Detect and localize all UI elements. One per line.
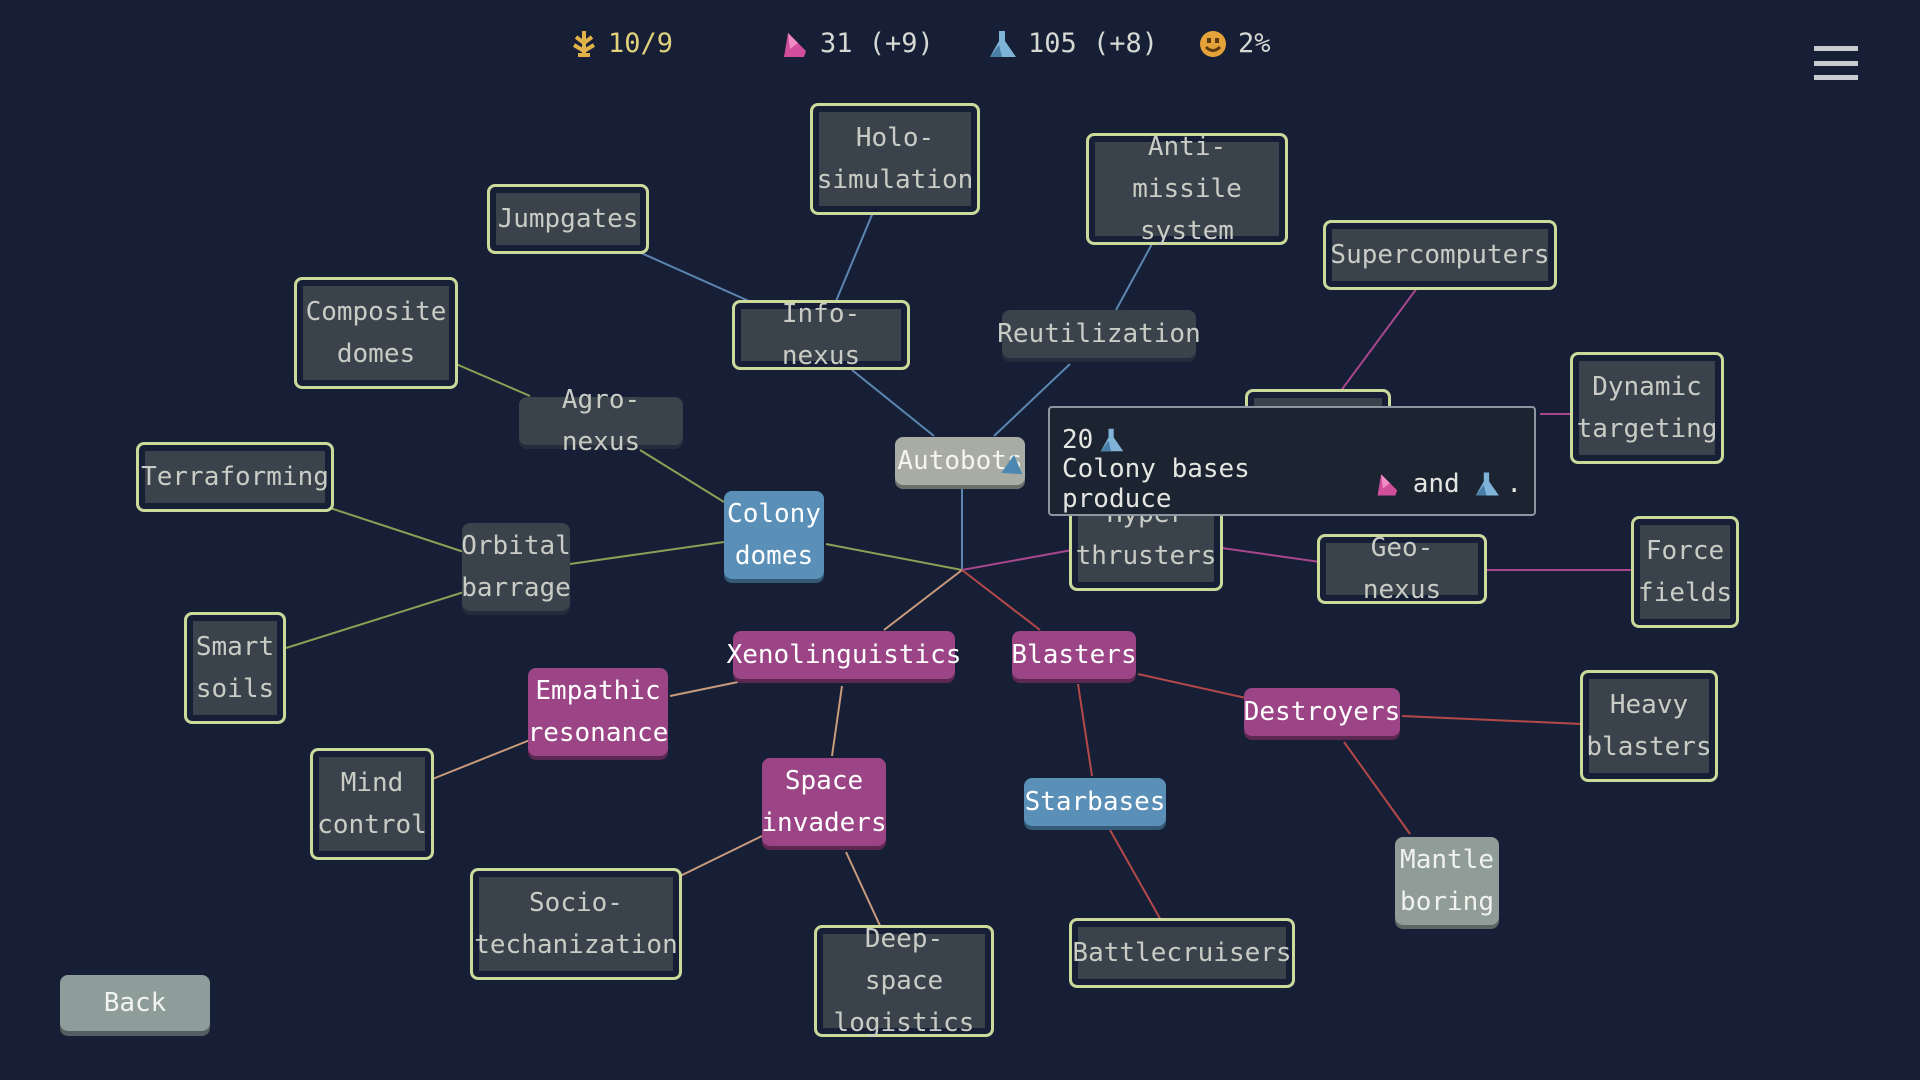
crystal-icon	[784, 32, 806, 57]
link-empathic-mind	[429, 739, 531, 781]
link-smart-orbital	[285, 591, 465, 649]
tech-agro-nexus[interactable]: Agro-nexus	[519, 385, 683, 457]
tech-anti-missile-system[interactable]: Anti-missile system	[1086, 132, 1288, 246]
link-blasters-starbases	[1077, 683, 1093, 777]
link-reutilization-autobots	[993, 363, 1071, 437]
link-antimissile-reutilization	[1115, 243, 1153, 311]
link-infonexus-autobots	[851, 369, 935, 437]
tech-mind-control[interactable]: Mind control	[310, 748, 434, 860]
tech-reutilization[interactable]: Reutilization	[997, 310, 1201, 358]
tooltip-cost: 20	[1062, 425, 1094, 455]
crystal-icon	[1377, 474, 1398, 496]
tech-smart-soils[interactable]: Smart soils	[184, 612, 286, 724]
tooltip-text-before: Colony bases produce	[1062, 454, 1250, 514]
science-value: 105 (+8)	[1028, 28, 1159, 59]
link-center-blasters	[961, 569, 1041, 631]
link-center-hyper	[961, 549, 1073, 571]
tech-blasters[interactable]: Blasters	[1011, 631, 1137, 679]
link-jumpgates-infonexus	[629, 247, 761, 307]
tooltip-cost-row: 20	[1062, 418, 1522, 462]
link-center-xeno	[883, 569, 963, 631]
tech-holo-simulation[interactable]: Holo- simulation	[810, 103, 980, 215]
back-button[interactable]: Back	[60, 975, 210, 1031]
tooltip-text-end: .	[1506, 469, 1522, 499]
tech-deep-space-logistics[interactable]: Deep-space logistics	[814, 924, 994, 1038]
tech-empathic-resonance[interactable]: Empathic resonance	[528, 668, 668, 756]
link-agronexus-colonydomes	[639, 449, 725, 503]
tooltip-description: Colony bases produce and .	[1062, 454, 1522, 514]
tech-battlecruisers[interactable]: Battlecruisers	[1069, 918, 1295, 988]
tech-terraforming[interactable]: Terraforming	[136, 442, 334, 512]
science-flask-icon	[990, 30, 1016, 57]
happiness-face-icon	[1200, 30, 1226, 57]
tooltip-text-and: and	[1412, 469, 1460, 499]
link-space-socio	[675, 835, 763, 879]
link-blasters-destroyers	[1137, 673, 1247, 699]
link-destroyers-mantle	[1343, 741, 1411, 835]
tech-autobots[interactable]: Autobots	[895, 437, 1025, 485]
tech-heavy-blasters[interactable]: Heavy blasters	[1580, 670, 1718, 782]
tech-info-nexus[interactable]: Info-nexus	[732, 299, 910, 371]
science-flask-icon	[1101, 428, 1124, 452]
tech-socio-techanization[interactable]: Socio- techanization	[470, 868, 682, 980]
link-xeno-space	[831, 685, 843, 757]
tech-colony-domes[interactable]: Colony domes	[724, 491, 824, 579]
science-flask-icon	[1475, 472, 1499, 496]
link-colonydomes-center	[825, 543, 963, 571]
link-holo-infonexus	[833, 209, 875, 307]
tech-mantle-boring[interactable]: Mantle boring	[1395, 837, 1499, 925]
tech-force-fields[interactable]: Force fields	[1631, 516, 1739, 628]
link-starbases-battlecruisers	[1109, 829, 1163, 923]
tech-dynamic-targeting[interactable]: Dynamic targeting	[1570, 352, 1724, 464]
tech-composite-domes[interactable]: Composite domes	[294, 277, 458, 389]
link-xeno-empathic	[669, 681, 739, 697]
link-destroyers-heavy	[1401, 715, 1583, 725]
happiness-value: 2%	[1238, 28, 1271, 59]
science-resource: 105 (+8)	[988, 28, 1158, 59]
happiness-resource: 2%	[1198, 28, 1271, 59]
link-space-deepspace	[845, 851, 883, 931]
link-orbital-colonydomes	[569, 541, 725, 565]
food-value: 10/9	[608, 28, 674, 59]
link-terraforming-orbital	[317, 503, 465, 553]
food-icon	[572, 30, 596, 57]
link-composite-agronexus	[455, 363, 531, 397]
menu-icon[interactable]	[1814, 46, 1858, 80]
crystal-resource: 31 (+9)	[780, 28, 934, 59]
tech-jumpgates[interactable]: Jumpgates	[487, 184, 649, 254]
tech-space-invaders[interactable]: Space invaders	[761, 758, 887, 846]
tech-starbases[interactable]: Starbases	[1024, 778, 1166, 826]
tech-supercomputers[interactable]: Supercomputers	[1323, 220, 1557, 290]
tech-destroyers[interactable]: Destroyers	[1244, 688, 1400, 736]
tech-geo-nexus[interactable]: Geo-nexus	[1317, 533, 1487, 605]
tech-xenolinguistics[interactable]: Xenolinguistics	[727, 631, 961, 679]
food-resource: 10/9	[570, 28, 673, 59]
tech-tooltip: 20 Colony bases produce and .	[1048, 406, 1536, 516]
link-supercomputers-hidden	[1339, 283, 1421, 393]
tech-orbital-barrage[interactable]: Orbital barrage	[461, 523, 571, 611]
crystal-value: 31 (+9)	[820, 28, 934, 59]
link-hyper-geonexus	[1221, 547, 1321, 563]
